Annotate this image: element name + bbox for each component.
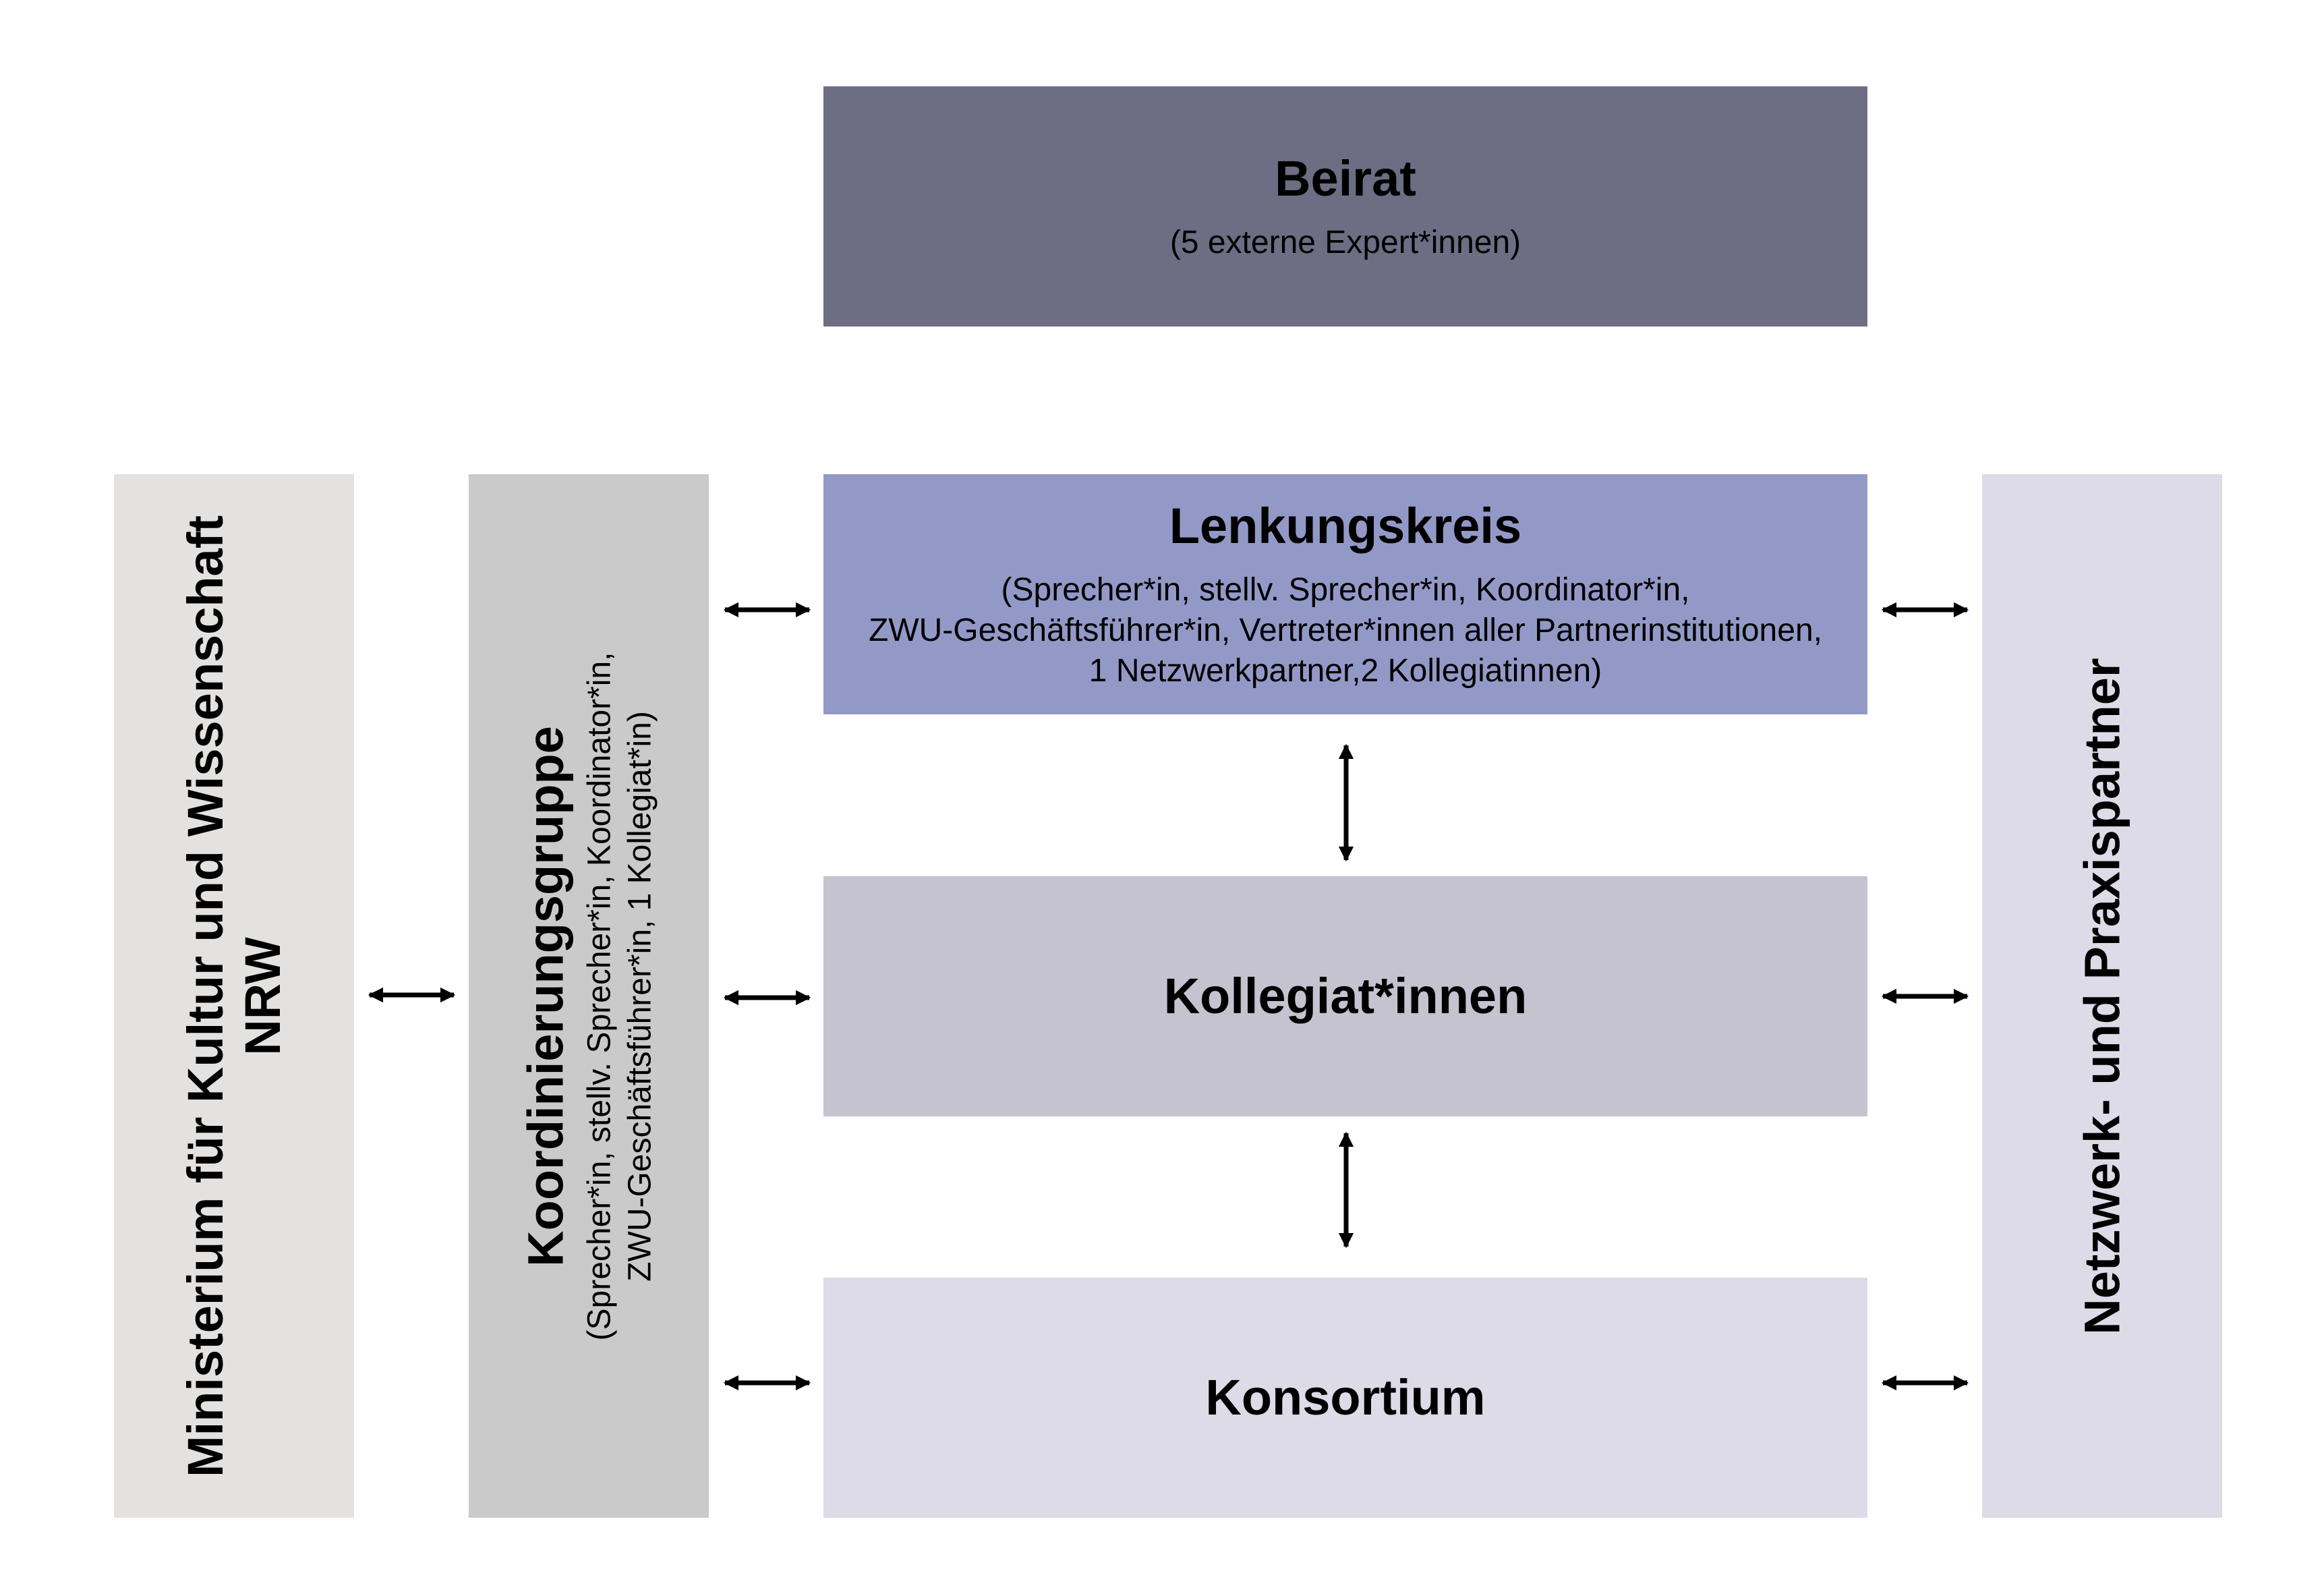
lenkungskreis-subtitle-line: (Sprecher*in, stellv. Sprecher*in, Koord… — [1001, 571, 1690, 608]
kollegiat-title: Kollegiat*innen — [1163, 968, 1528, 1025]
koordinierung-box: Koordinierungsgruppe (Sprecher*in, stell… — [469, 474, 709, 1518]
ministerium-box: Ministerium für Kultur und Wissenschaft … — [114, 474, 354, 1518]
koordinierung-subtitle-line: ZWU-Geschäftsführer*in, 1 Kollegiat*in) — [622, 710, 658, 1282]
koordinierung-content: Koordinierungsgruppe (Sprecher*in, stell… — [517, 474, 660, 1518]
koordinierung-subtitle: (Sprecher*in, stellv. Sprecher*in, Koord… — [580, 474, 661, 1518]
netzwerk-box: Netzwerk- und Praxispartner — [1982, 474, 2222, 1518]
ministerium-title-line: Ministerium für Kultur und Wissenschaft — [177, 515, 233, 1477]
lenkungskreis-subtitle-line: 1 Netzwerkpartner,2 Kollegiatinnen) — [1088, 652, 1602, 689]
koordinierung-title: Koordinierungsgruppe — [517, 725, 574, 1267]
ministerium-title-line: NRW — [235, 936, 291, 1056]
lenkungskreis-subtitle-line: ZWU-Geschäftsführer*in, Vertreter*innen … — [869, 612, 1822, 648]
koordinierung-subtitle-line: (Sprecher*in, stellv. Sprecher*in, Koord… — [581, 652, 618, 1340]
konsortium-box: Konsortium — [823, 1278, 1867, 1518]
beirat-title: Beirat — [1275, 150, 1416, 207]
beirat-subtitle: (5 externe Expert*innen) — [1169, 224, 1521, 260]
konsortium-title: Konsortium — [1205, 1369, 1486, 1426]
lenkungskreis-subtitle: (Sprecher*in, stellv. Sprecher*in, Koord… — [869, 570, 1822, 691]
lenkungskreis-box: Lenkungskreis (Sprecher*in, stellv. Spre… — [823, 474, 1867, 714]
beirat-box: Beirat (5 externe Expert*innen) — [823, 86, 1867, 326]
ministerium-title: Ministerium für Kultur und Wissenschaft … — [177, 474, 291, 1518]
lenkungskreis-title: Lenkungskreis — [1169, 498, 1522, 554]
kollegiat-box: Kollegiat*innen — [823, 876, 1867, 1116]
netzwerk-title: Netzwerk- und Praxispartner — [2074, 657, 2130, 1335]
